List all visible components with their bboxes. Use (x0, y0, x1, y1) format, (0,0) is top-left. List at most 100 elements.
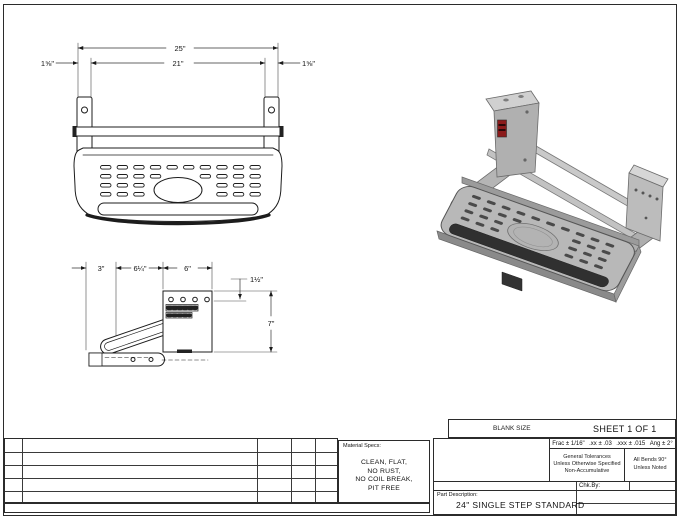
tread-slot (586, 244, 596, 250)
isometric-view (436, 90, 669, 304)
tread-slot (232, 192, 245, 197)
tread-slot (564, 253, 574, 259)
revision-table-line (5, 465, 337, 466)
front-dim-inner-label: 21" (172, 59, 183, 68)
front-hole (268, 106, 275, 114)
iso-bracket-hole (655, 197, 659, 201)
material-specs-label: Material Specs: (343, 443, 381, 449)
tread-slot (594, 264, 603, 270)
iso-red-label-stripe (498, 129, 506, 131)
tread-slot (116, 165, 129, 170)
tread-slot (486, 200, 496, 206)
tread-slot (116, 192, 129, 197)
part-description-label: Part Description: (437, 492, 478, 498)
chk-by-label: Chk.By: (579, 483, 601, 489)
bends-box: All Bends 90° Unless Noted (624, 448, 676, 482)
side-plate-hole (168, 296, 174, 303)
tread-slot (116, 183, 129, 188)
blank-size-label: BLANK SIZE (492, 425, 531, 432)
iso-bracket-hole (648, 194, 652, 198)
front-view-slots (100, 165, 261, 197)
revision-table-line (5, 452, 337, 453)
front-hinge-rod (74, 126, 282, 137)
tread-slot (579, 258, 589, 264)
tread-slot (490, 227, 500, 233)
iso-tread-top (440, 186, 635, 292)
tread-slot (216, 192, 228, 197)
iso-flange-hole (503, 98, 509, 102)
front-view: 25" 21" 1⅝" 1⅝" (39, 43, 317, 226)
tread-slot (232, 165, 245, 170)
tread-slot (475, 221, 485, 227)
blank-size-row: BLANK SIZE SHEET 1 OF 1 (448, 419, 676, 438)
tread-slot (133, 165, 145, 170)
iso-bolt (525, 110, 529, 114)
side-dim-lines (71, 266, 273, 353)
side-tread-hole (148, 357, 154, 362)
tolerance-xxx: .xxx ± .015 (616, 440, 646, 447)
iso-red-label (497, 119, 507, 138)
iso-front-cutout (501, 271, 523, 292)
side-view: 3" 6¼" 6" 1½" 7" (71, 261, 278, 367)
revision-table (4, 438, 338, 503)
sheet-border (3, 4, 677, 516)
side-plate-hole (204, 296, 210, 303)
title-block-empty-cell (433, 438, 550, 482)
revision-table-line (315, 439, 316, 502)
tread-slot (166, 165, 178, 170)
iso-rubber-strip (449, 223, 609, 288)
tread-slot (483, 207, 492, 213)
tread-slot (568, 246, 578, 252)
front-view-body (72, 96, 284, 226)
tread-slot (216, 165, 228, 170)
tread-slot (531, 216, 541, 222)
front-rod-cap-left (72, 126, 77, 137)
part-description-box: Part Description: 24" SINGLE STEP STANDA… (433, 490, 676, 515)
material-specs-box: Material Specs: CLEAN, FLAT, NO RUST, NO… (338, 440, 430, 503)
iso-bracket-hole (641, 191, 645, 195)
tread-slot (472, 194, 481, 200)
tread-slot (183, 165, 195, 170)
iso-center-oval (507, 222, 559, 251)
tolerance-frac: Frac ± 1/16" (552, 440, 585, 447)
part-description-divider (576, 491, 577, 514)
tread-slot (468, 202, 478, 208)
tread-slot (597, 257, 607, 262)
iso-left-bracket (485, 90, 540, 178)
sheet-number: SHEET 1 OF 1 (593, 423, 657, 434)
tread-slot (560, 226, 570, 232)
side-tread-profile (88, 352, 165, 367)
tread-slot (133, 183, 145, 188)
tread-slot (100, 165, 112, 170)
chk-by-divider (576, 482, 577, 490)
front-dim-side-right-label: 1⅝" (302, 59, 315, 68)
side-view-body (88, 290, 213, 367)
tread-slot (249, 165, 261, 170)
tread-slot (216, 174, 228, 179)
iso-right-bracket (625, 164, 669, 242)
tolerance-xx: .xx ± .03 (589, 440, 612, 447)
tread-slot (216, 183, 228, 188)
tread-slot (249, 183, 261, 188)
front-bottom-edge (85, 213, 271, 226)
front-bumper-strip (97, 202, 259, 216)
front-rod-cap-right (279, 126, 284, 137)
side-plate-hole (180, 296, 186, 303)
part-description-divider (576, 503, 675, 504)
tread-slot (100, 183, 112, 188)
tread-slot (232, 183, 245, 188)
drawing-canvas: 25" 21" 1⅝" 1⅝" (39, 43, 669, 367)
chk-by-divider (629, 482, 630, 490)
iso-center-oval-inner (513, 226, 553, 248)
iso-red-label-stripe (498, 124, 506, 126)
front-hole (81, 106, 88, 114)
tolerance-ang: Ang ± 2° (649, 440, 673, 447)
front-dim-overall-label: 25" (174, 44, 185, 53)
side-view-extension-lines (85, 261, 278, 353)
revision-table-line (291, 439, 292, 502)
side-plate-foot (177, 349, 192, 353)
side-plate-hole (192, 296, 198, 303)
tread-slot (249, 174, 261, 179)
tread-slot (497, 212, 507, 218)
tread-slot (249, 192, 261, 197)
